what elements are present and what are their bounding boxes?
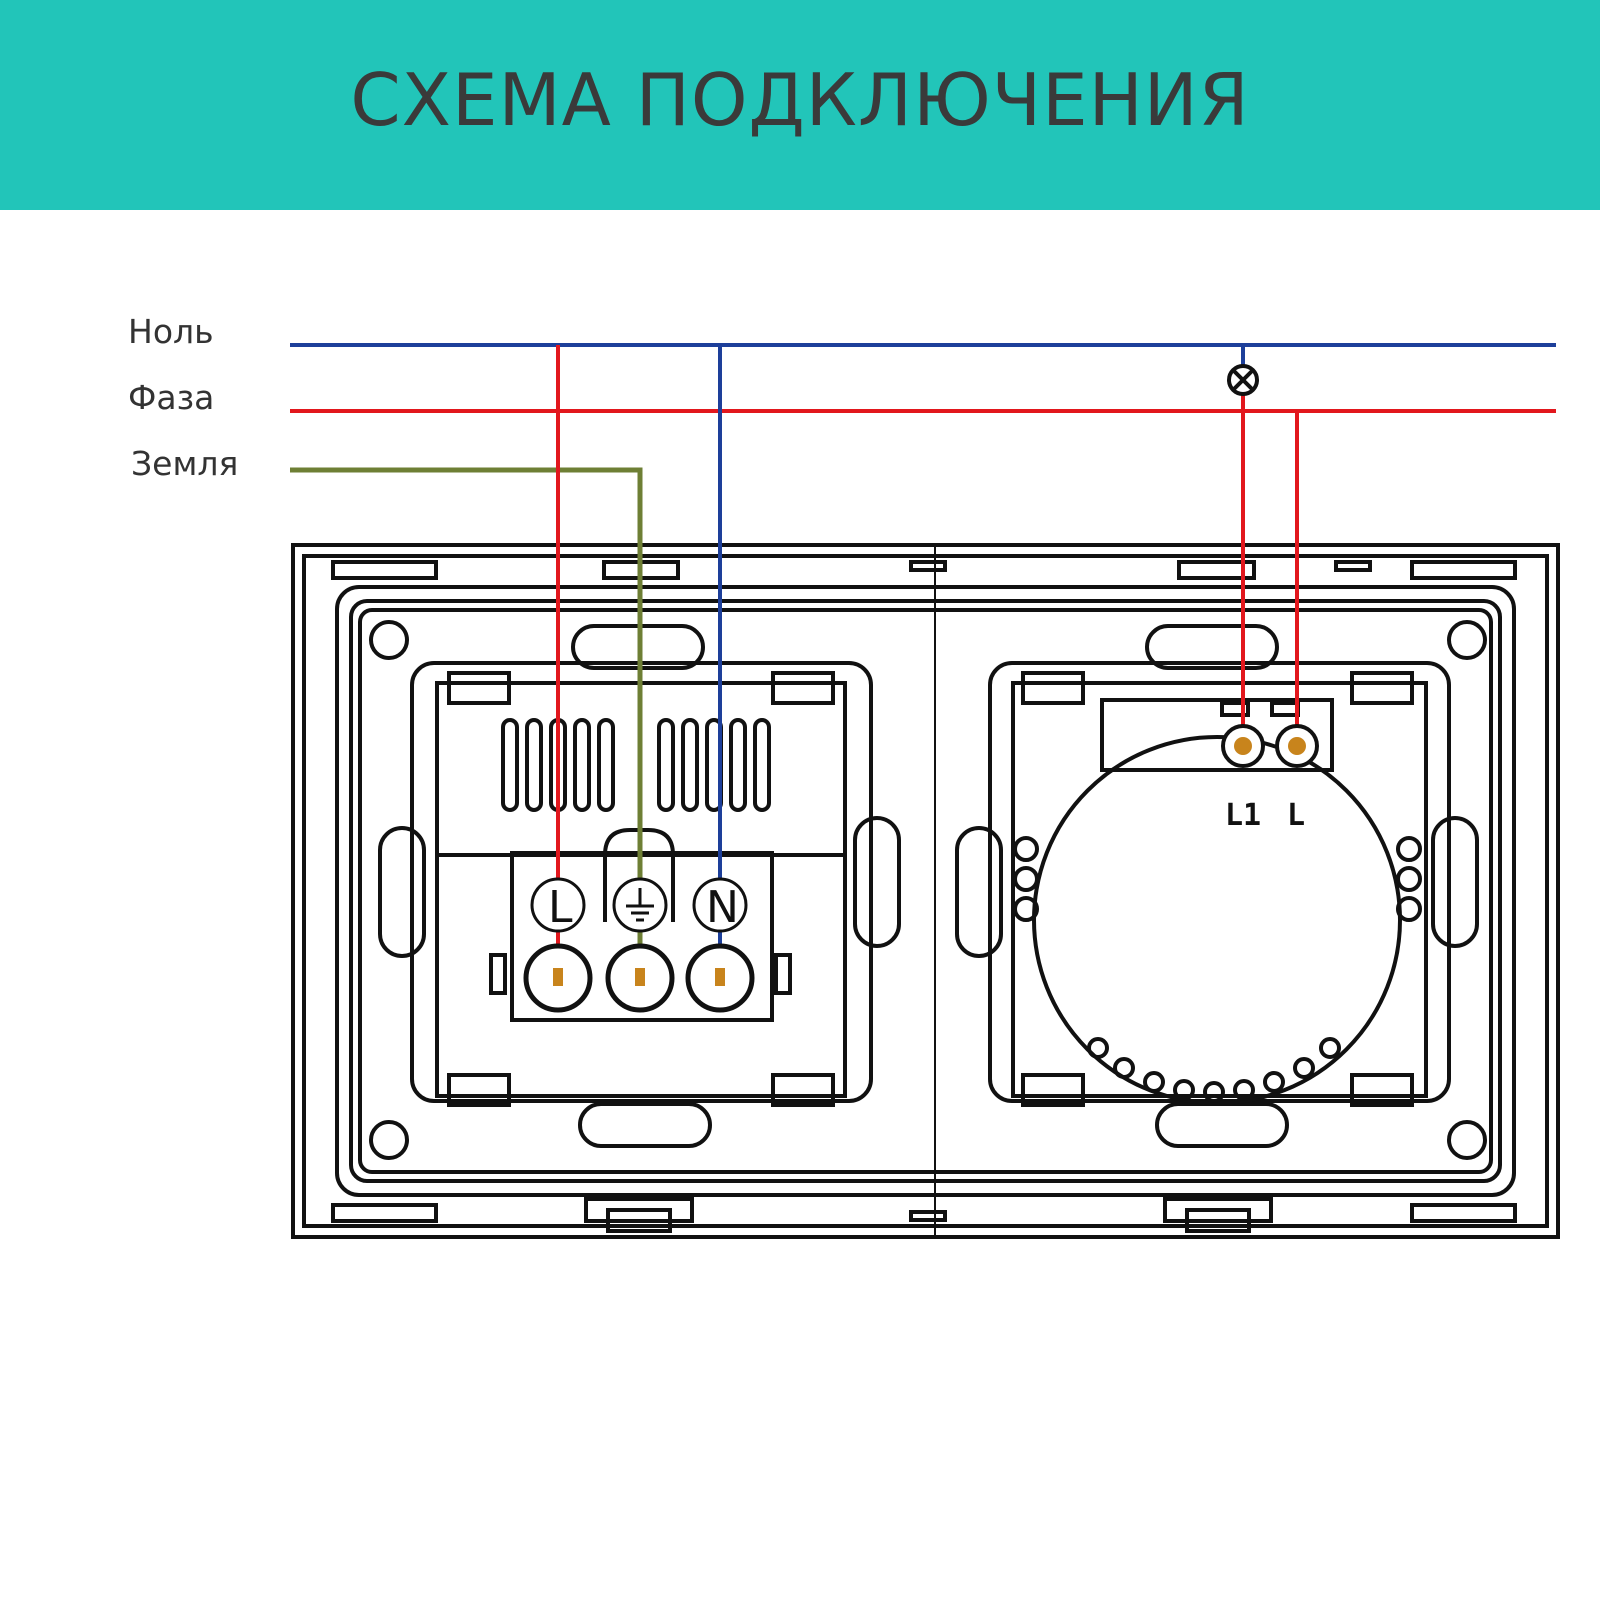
slot-icon (1155, 1102, 1289, 1148)
socket-contact (635, 968, 645, 986)
socket-vents (501, 718, 771, 812)
switch-clip (1021, 671, 1085, 705)
socket-terminals (523, 943, 755, 1013)
switch-side-bumps (1013, 836, 1422, 922)
socket-clip (447, 1073, 511, 1107)
phase-wire-label: Фаза (128, 378, 215, 417)
switch-cradle (988, 661, 1451, 1103)
socket-terminal-label-n: N (706, 882, 739, 933)
frame-inner (302, 554, 1549, 1228)
switch-terminals (1221, 724, 1319, 768)
clip-bottom-5 (1410, 1203, 1517, 1223)
socket-clip (771, 1073, 835, 1107)
clip-top-1 (331, 560, 438, 580)
slot-icon (378, 826, 426, 958)
screw-hole-icon (369, 1120, 409, 1160)
switch-contact (1234, 737, 1252, 755)
switch-bottom-bumps (1087, 1037, 1341, 1103)
plate-inner (349, 599, 1502, 1183)
frame-outer (291, 543, 1560, 1239)
terminal-n-symbol (692, 877, 748, 933)
switch-terminal-housing (1100, 698, 1334, 772)
slot-icon (1431, 816, 1479, 948)
socket-clip (771, 671, 835, 705)
switch-clip (1350, 1073, 1414, 1107)
switch-mechanism (1032, 735, 1402, 1105)
wires (290, 343, 1556, 975)
switch-body (1011, 681, 1428, 1098)
ground-wire-label: Земля (131, 444, 239, 483)
header-banner: СХЕМА ПОДКЛЮЧЕНИЯ (0, 0, 1600, 210)
clip-bottom-2-tab (606, 1208, 672, 1233)
slot-icon (578, 1102, 712, 1148)
screw-hole-icon (1447, 620, 1487, 660)
screw-hole-icon (1447, 1120, 1487, 1160)
clip-bottom-2 (584, 1197, 694, 1223)
ground-drop (290, 467, 643, 975)
slot-icon (853, 816, 901, 948)
socket-side-tab (489, 953, 507, 995)
switch-clip (1350, 671, 1414, 705)
terminal-l-symbol (530, 877, 586, 933)
clip-bottom-3 (909, 1210, 947, 1222)
clip-bottom-1 (331, 1203, 438, 1223)
plate-outer (335, 585, 1516, 1197)
lamp-icon (1227, 364, 1259, 396)
switch-screw-base (1270, 701, 1300, 717)
clip-bottom-4-tab (1185, 1208, 1251, 1233)
socket-side-tab (774, 953, 792, 995)
screw-holes (369, 620, 1487, 1160)
clip-bottom-4 (1163, 1197, 1273, 1223)
socket-terminal-label-l: L (548, 882, 573, 933)
switch-module (988, 661, 1451, 1107)
socket-contact (715, 968, 725, 986)
socket-contact (553, 968, 563, 986)
socket-clip (447, 671, 511, 705)
page-title: СХЕМА ПОДКЛЮЧЕНИЯ (350, 58, 1250, 142)
clip-top-3 (909, 560, 947, 572)
switch-terminal-label-l1: L1 (1225, 798, 1261, 833)
switch-terminal-label-l: L (1287, 798, 1305, 833)
neutral-wire-label: Ноль (128, 312, 214, 351)
switch-clip (1021, 1073, 1085, 1107)
switch-contact (1288, 737, 1306, 755)
switch-screw-base (1220, 701, 1250, 717)
double-frame (291, 543, 1560, 1239)
clip-top-6 (1410, 560, 1517, 580)
slot-icon (955, 826, 1003, 958)
clip-top-5 (1334, 560, 1372, 572)
slot-icon (1145, 624, 1279, 670)
clip-top-4 (1177, 560, 1256, 580)
mounting-slots (378, 624, 1479, 1148)
screw-hole-icon (369, 620, 409, 660)
plate-rim (358, 608, 1493, 1174)
socket-terminal-symbols (530, 877, 748, 933)
